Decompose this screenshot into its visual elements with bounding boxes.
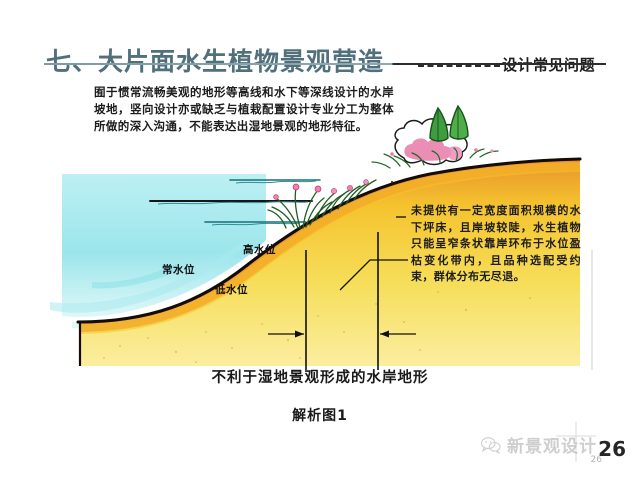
diagram-annotation-text: 未提供有一定宽度面积规模的水下坪床，且岸坡较陡，水生植物只能呈窄条状靠岸环布于水… [411, 204, 581, 283]
ground-profile-line [76, 157, 582, 324]
watermark-label: 新景观设计 [507, 437, 597, 457]
label-high-water-level: 高水位 [243, 244, 276, 256]
upslope-vegetation [371, 104, 499, 169]
diagram-svg [50, 104, 593, 370]
slide-header: 七、大片面水生植物景观营造 设计常见问题 [0, 18, 640, 76]
subtitle-group: 设计常见问题 [418, 54, 595, 75]
crosshair-mark [556, 422, 596, 462]
wechat-icon [481, 436, 501, 454]
header-divider [44, 63, 606, 65]
label-low-water-level: 低水位 [215, 284, 248, 296]
figure-number: 解析图1 [292, 408, 348, 424]
section-diagram: 高水位 常水位 低水位 [0, 70, 640, 370]
figure-caption: 不利于湿地景观形成的水岸地形 [211, 370, 429, 386]
page-number: 26 [598, 437, 626, 461]
intro-paragraph: 囿于惯常流畅美观的地形等高线和水下等深线设计的水岸坡地，竖向设计亦或缺乏与植栽配… [94, 85, 394, 133]
subtitle-text: 设计常见问题 [502, 56, 596, 74]
page-title: 七、大片面水生植物景观营造 [46, 47, 385, 76]
dashed-leader-line [418, 65, 500, 67]
page-number-faint: 26 [590, 455, 602, 465]
ink-fleck [390, 180, 394, 184]
shoreline-flowers [273, 179, 369, 200]
shoreline-terrain [76, 157, 582, 366]
watermark: 新景观设计 [480, 432, 597, 457]
water-level-lines [149, 179, 321, 226]
label-normal-water-level: 常水位 [162, 264, 195, 276]
shoreline-plants [267, 179, 377, 229]
dimension-annotations [268, 216, 416, 370]
leader-line [339, 259, 408, 291]
